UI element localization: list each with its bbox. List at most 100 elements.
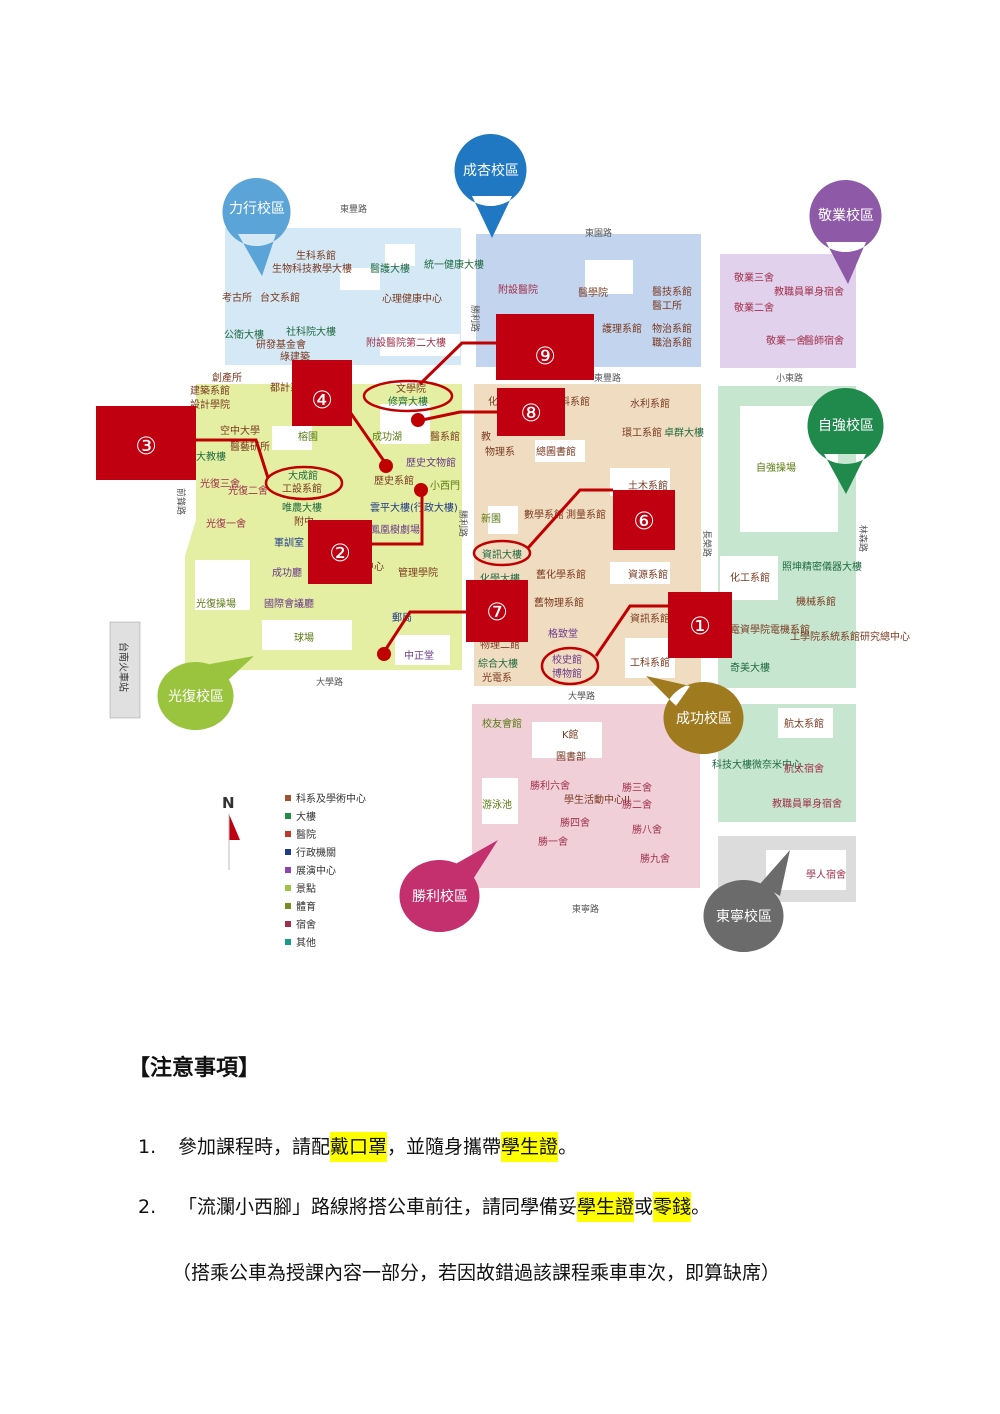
station-label: 台南火車站 [117, 642, 130, 692]
bldg-huangong: 環工系館 [622, 426, 662, 439]
marker-9: ⑨ [534, 342, 556, 370]
highlight-student-id: 學生證 [501, 1132, 559, 1162]
notes-title: 【注意事項】 [128, 1056, 261, 1081]
highlight-change: 零錢 [653, 1192, 692, 1222]
bldg-qimei: 奇美大樓 [730, 661, 770, 674]
marker-7: ⑦ [486, 598, 508, 626]
bldg-wuzhi: 物治系館 [652, 322, 692, 335]
bldg-zhizhi: 職治系館 [652, 336, 692, 349]
label-chenggong: 成功校區 [676, 710, 732, 727]
highlight-student-id: 學生證 [577, 1192, 635, 1222]
legend-item-7: 宿舍 [296, 918, 316, 931]
bldg-jiuwuli: 舊物理系館 [534, 596, 584, 609]
circle-dacheng [264, 465, 344, 501]
bldg-lishiwenwu: 歷史文物館 [406, 456, 456, 469]
bldg-gongshe: 工設系館 [282, 482, 322, 495]
bldg-xiuqi: 修齊大樓 [388, 395, 428, 408]
marker-box-3 [96, 406, 196, 480]
highlight-mask: 戴口罩 [330, 1132, 388, 1162]
bldg-shengke: 生科系館 [296, 249, 336, 262]
bldg-yihu: 醫護大樓 [370, 262, 410, 275]
legend-item-0: 科系及學術中心 [296, 792, 366, 805]
bldg-kaogu: 考古所 [222, 291, 252, 304]
bldg-huli: 護理系館 [602, 322, 642, 335]
bldg-tushubu: 圖書部 [556, 750, 586, 763]
marker-box-7 [466, 580, 528, 642]
bldg-guanli: 管理學院 [398, 566, 438, 579]
bldg-qiuchang: 球場 [294, 631, 314, 644]
bldg-shengwu: 生物科技教學大樓 [272, 262, 352, 275]
bldg-shuili: 水利系館 [630, 397, 670, 410]
pin-shengli [399, 840, 498, 932]
bldg-fushe: 附設醫院 [498, 283, 538, 296]
bldg-yixi: 醫系館 [430, 430, 460, 443]
line-7 [382, 610, 466, 653]
bldg-xiaoyou: 校友會館 [482, 717, 522, 730]
line-6 [526, 488, 613, 550]
bldg-tumu: 土木系館 [628, 479, 668, 492]
bldg-gongwei: 公衛大樓 [224, 328, 264, 341]
bldg-wenxueyuan: 文學院 [396, 382, 426, 395]
bldg-gezhi: 格致堂 [548, 627, 578, 640]
pin-guangfu [157, 656, 254, 730]
marker-box-1 [668, 592, 732, 658]
bldg-yixueyuan: 醫學院 [578, 286, 608, 299]
bldg-jingye3: 敬業三舍 [734, 271, 774, 284]
bldg-fushe-er: 附設醫院第二大樓 [366, 336, 446, 349]
bldg-shengli3: 勝三舍 [622, 781, 652, 794]
marker-4: ④ [311, 386, 333, 414]
bldg-youyongchi: 游泳池 [482, 798, 512, 811]
bldg-jiaozhiyuan2: 教職員單身宿舍 [772, 797, 842, 810]
bldg-dianzi: 電資學院電機系館 [730, 623, 810, 636]
label-lixing: 力行校區 [229, 200, 285, 217]
road-shengli: 勝利路 [469, 305, 481, 332]
marker-3: ③ [135, 432, 157, 460]
bldg-guangfucaochang: 光復操場 [196, 597, 236, 610]
bldg-jingye1: 敬業一舍 [766, 334, 806, 347]
bldg-guangfu2: 光復二舍 [228, 484, 268, 497]
marker-box-2 [308, 520, 372, 584]
bldg-xuesheng: 學生活動中心II [564, 793, 630, 806]
bldg-gongkexi: 工科系館 [630, 656, 670, 669]
legend-item-2: 醫院 [296, 828, 316, 841]
bldg-zixun: 資訊大樓 [482, 548, 522, 561]
bldg-shengli1: 勝一舍 [538, 835, 568, 848]
bldg-bowuguan: 博物館 [552, 667, 582, 680]
bldg-dacheng: 大成館 [288, 469, 318, 482]
road-daxue-e: 大學路 [568, 690, 595, 702]
bldg-kongzhong: 空中大學 [220, 424, 260, 437]
dot-4 [379, 459, 393, 473]
bldg-lujianzhu: 綠建築 [280, 350, 310, 363]
bldg-guangdian: 光電系 [482, 671, 512, 684]
bldg-shekeyuan: 社科院大樓 [286, 325, 336, 338]
bldg-chuangchan: 創產所 [212, 371, 242, 384]
marker-box-4 [292, 360, 352, 426]
bldg-huagong: 化工系館 [730, 571, 770, 584]
bldg-dajiaolou: 大教樓 [196, 450, 226, 463]
bldg-yiji: 醫技系館 [652, 285, 692, 298]
bldg-shengli8: 勝八舍 [632, 823, 662, 836]
bldg-shengli2: 勝二舍 [622, 798, 652, 811]
bldg-ceguo: 榕園 [298, 430, 318, 443]
line-3 [195, 438, 270, 479]
road-qianfeng: 前鋒路 [175, 488, 187, 515]
bldg-guangfu1: 光復一舍 [206, 517, 246, 530]
circle-xiaoshiguan [540, 646, 600, 686]
bldg-chenggonghu: 成功湖 [372, 431, 402, 443]
dot-2 [414, 483, 428, 497]
road-xiaodong: 小東路 [776, 372, 803, 384]
bldg-zhaokun: 照坤精密儀器大樓 [782, 560, 862, 573]
bldg-zhongzheng: 中正堂 [404, 649, 434, 662]
label-shengli: 勝利校區 [412, 888, 468, 905]
bldg-guangfu3: 光復三舍 [200, 477, 240, 490]
label-chengxing: 成杏校區 [463, 162, 519, 179]
bldg-ziyuan: 資源系館 [628, 568, 668, 581]
bldg-guoji: 國際會議廳 [264, 597, 314, 610]
marker-2: ② [329, 539, 351, 567]
dot-8 [411, 413, 425, 427]
item-text: 「流瀾小西腳」路線將搭公車前往，請同學備妥 [178, 1196, 578, 1218]
item-text: 或 [634, 1196, 654, 1218]
line-1 [594, 604, 668, 657]
bldg-yunping: 雲平大樓(行政大樓) [370, 501, 458, 514]
item-number: 2. [138, 1196, 157, 1218]
